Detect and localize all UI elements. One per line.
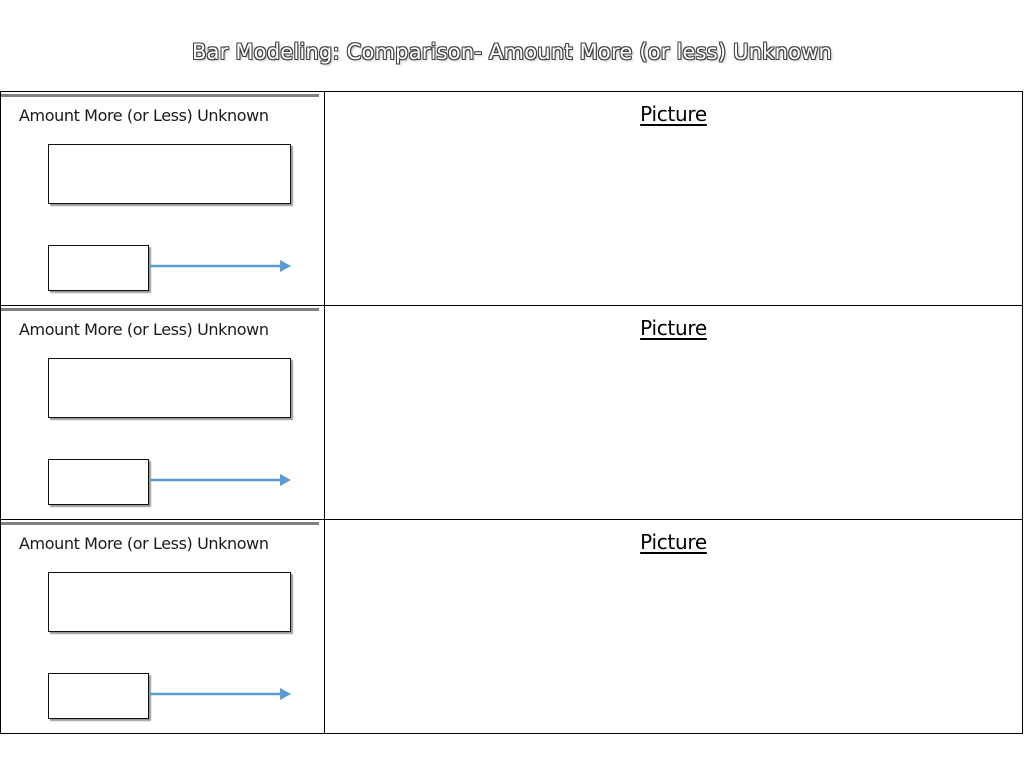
bar-model-label: Amount More (or Less) Unknown	[19, 106, 269, 125]
bar-model-label: Amount More (or Less) Unknown	[19, 534, 269, 553]
picture-cell[interactable]: Picture	[324, 305, 1023, 520]
section-rule	[1, 94, 319, 97]
picture-cell[interactable]: Picture	[324, 519, 1023, 734]
bar-model-cell: Amount More (or Less) Unknown	[0, 519, 325, 734]
difference-arrow-icon	[150, 474, 291, 486]
worksheet-table: Amount More (or Less) Unknown Picture Am…	[0, 91, 1023, 734]
page-title: Bar Modeling: Comparison- Amount More (o…	[191, 40, 833, 64]
picture-label: Picture	[640, 530, 707, 554]
picture-label: Picture	[640, 316, 707, 340]
larger-quantity-bar[interactable]	[48, 572, 291, 632]
smaller-quantity-bar[interactable]	[48, 245, 149, 291]
worksheet-row: Amount More (or Less) Unknown Picture	[0, 91, 1023, 306]
difference-arrow-icon	[150, 688, 291, 700]
bar-model-label: Amount More (or Less) Unknown	[19, 320, 269, 339]
difference-arrow-icon	[150, 260, 291, 272]
margin-tick	[0, 301, 1, 311]
larger-quantity-bar[interactable]	[48, 144, 291, 204]
picture-label: Picture	[640, 102, 707, 126]
worksheet-row: Amount More (or Less) Unknown Picture	[0, 519, 1023, 734]
bar-model-cell: Amount More (or Less) Unknown	[0, 91, 325, 306]
picture-cell[interactable]: Picture	[324, 91, 1023, 306]
section-rule	[1, 308, 319, 311]
larger-quantity-bar[interactable]	[48, 358, 291, 418]
worksheet-row: Amount More (or Less) Unknown Picture	[0, 305, 1023, 520]
bar-model-cell: Amount More (or Less) Unknown	[0, 305, 325, 520]
smaller-quantity-bar[interactable]	[48, 673, 149, 719]
smaller-quantity-bar[interactable]	[48, 459, 149, 505]
section-rule	[1, 522, 319, 525]
